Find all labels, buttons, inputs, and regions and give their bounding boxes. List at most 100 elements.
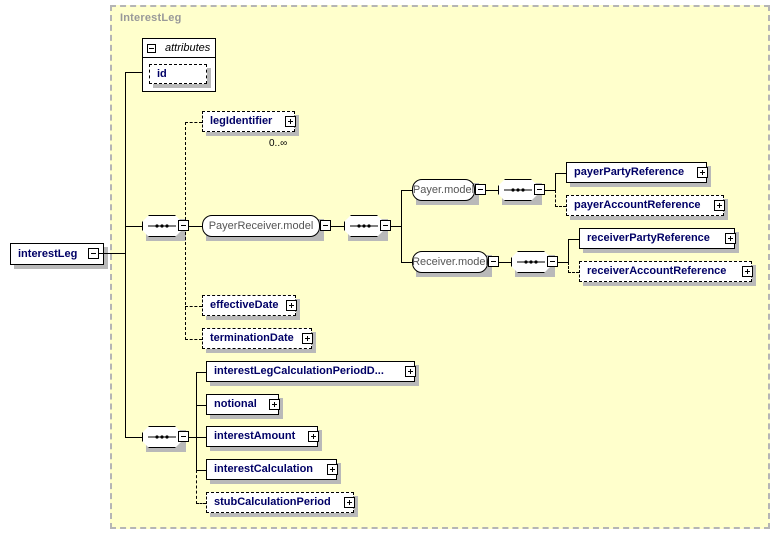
payeraccountreference-label: payerAccountReference [574,199,701,211]
connector-trunk-to-seq-bottom [125,437,142,438]
node-interestlegcalculationperioddates[interactable]: interestLegCalculationPeriodD... [206,361,415,382]
payerreceiver-model-collapse-icon[interactable] [320,220,331,231]
connector-payer-branchbar-dashed [555,190,556,207]
connector-payer-model-to-seq [486,190,498,191]
node-receiveraccountreference[interactable]: receiverAccountReference [579,261,752,282]
effectivedate-label: effectiveDate [210,299,279,311]
stubcalculationperiod-expand-icon[interactable] [344,497,355,508]
effectivedate-expand-icon[interactable] [286,300,297,311]
root-element-interestleg[interactable]: interestLeg [10,243,104,265]
seq-top-glyph [148,224,176,228]
receiverpartyreference-expand-icon[interactable] [725,233,736,244]
seq-bottom-glyph [148,435,176,439]
connector-trunk-to-seq-top [125,226,142,227]
connector-to-receiveraccountreference [568,272,579,273]
connector-receiver-branchbar-dashed [568,262,569,273]
seq-payer-collapse-icon[interactable] [534,184,545,195]
connector-to-effectivedate [185,306,202,307]
type-container-title: InterestLeg [120,12,182,24]
attributes-collapse-icon[interactable] [147,43,156,53]
seq-receiver-glyph [517,260,545,264]
root-element-collapse-icon[interactable] [88,248,99,259]
connector-payerreceiver-splitbar [401,190,402,262]
connector-seq-payerreceiver-out [391,226,402,227]
connector-to-notional [196,405,206,406]
connector-to-receiver-model [401,262,412,263]
payerreceiver-model-label: PayerReceiver.model [208,219,314,232]
connector-seq-payer-out [545,190,556,191]
notional-label: notional [214,398,257,410]
node-interestcalculation[interactable]: interestCalculation [206,459,337,480]
legidentifier-label: legIdentifier [210,115,273,127]
stubcalculationperiod-label: stubCalculationPeriod [214,496,331,508]
attribute-id[interactable]: id [149,64,207,84]
interestcalculation-label: interestCalculation [214,463,314,475]
attributes-label: attributes [165,41,211,54]
node-terminationdate[interactable]: terminationDate [202,328,312,349]
seq-bottom-collapse-icon[interactable] [178,431,189,442]
connector-trunk-to-attributes [125,72,143,73]
connector-to-legidentifier [185,122,202,123]
node-legidentifier[interactable]: legIdentifier [202,111,295,132]
connector-to-interestcalculation [196,470,206,471]
connector-seq-bottom-out [189,437,202,438]
node-payerreceiver-model[interactable]: PayerReceiver.model [202,215,320,237]
connector-to-payeraccountreference [555,206,566,207]
connector-to-payerpartyreference [555,173,566,174]
connector-payer-branchbar [555,173,556,191]
connector-to-interestlegcalculationperioddates [196,372,206,373]
seq-receiver-collapse-icon[interactable] [547,256,558,267]
root-element-label: interestLeg [18,247,78,260]
payer-model-label: Payer.model [412,183,475,196]
interestcalculation-expand-icon[interactable] [327,464,338,475]
connector-seq-receiver-out [558,262,569,263]
connector-seq-top-branchbar [185,122,186,340]
seq-top-collapse-icon[interactable] [178,220,189,231]
receiveraccountreference-label: receiverAccountReference [587,265,727,277]
seq-payerreceiver-collapse-icon[interactable] [380,220,391,231]
payerpartyreference-label: payerPartyReference [574,166,685,178]
payer-model-collapse-icon[interactable] [475,184,486,195]
receiverpartyreference-label: receiverPartyReference [587,232,710,244]
node-payerpartyreference[interactable]: payerPartyReference [566,162,707,183]
legidentifier-cardinality: 0..∞ [269,138,288,149]
connector-payerreceiver-to-seq [331,226,344,227]
connector-trunk-main [125,72,126,254]
interestlegcalculationperioddates-expand-icon[interactable] [405,366,416,377]
connector-to-receiverpartyreference [568,239,579,240]
interestamount-expand-icon[interactable] [308,431,319,442]
payeraccountreference-expand-icon[interactable] [714,200,725,211]
attribute-id-label: id [157,67,167,80]
notional-expand-icon[interactable] [269,399,280,410]
receiveraccountreference-expand-icon[interactable] [742,266,753,277]
receiver-model-label: Receiver.model [412,255,488,268]
node-payer-model[interactable]: Payer.model [412,179,475,201]
legidentifier-expand-icon[interactable] [285,116,296,127]
connector-seq-bottom-branchbar-dashed [196,470,197,504]
node-interestamount[interactable]: interestAmount [206,426,318,447]
node-receiver-model[interactable]: Receiver.model [412,251,488,273]
connector-to-stubcalculationperiod [196,503,206,504]
connector-to-interestamount [196,437,206,438]
seq-payerreceiver-glyph [350,224,378,228]
terminationdate-expand-icon[interactable] [302,333,313,344]
attributes-header[interactable]: attributes [142,38,216,58]
connector-receiver-model-to-seq [499,262,511,263]
node-payeraccountreference[interactable]: payerAccountReference [566,195,724,216]
node-stubcalculationperiod[interactable]: stubCalculationPeriod [206,492,354,513]
connector-seq-bottom-branchbar [196,372,197,471]
connector-root-stem [99,253,126,254]
seq-payer-glyph [504,188,532,192]
terminationdate-label: terminationDate [210,332,294,344]
connector-receiver-branchbar [568,239,569,263]
connector-to-payer-model [401,190,412,191]
receiver-model-collapse-icon[interactable] [488,256,499,267]
payerpartyreference-expand-icon[interactable] [697,167,708,178]
connector-trunk-bottom [125,253,126,437]
connector-to-payerreceiver-model [185,226,202,227]
node-receiverpartyreference[interactable]: receiverPartyReference [579,228,735,249]
connector-to-terminationdate [185,339,202,340]
node-effectivedate[interactable]: effectiveDate [202,295,296,316]
interestamount-label: interestAmount [214,430,296,442]
